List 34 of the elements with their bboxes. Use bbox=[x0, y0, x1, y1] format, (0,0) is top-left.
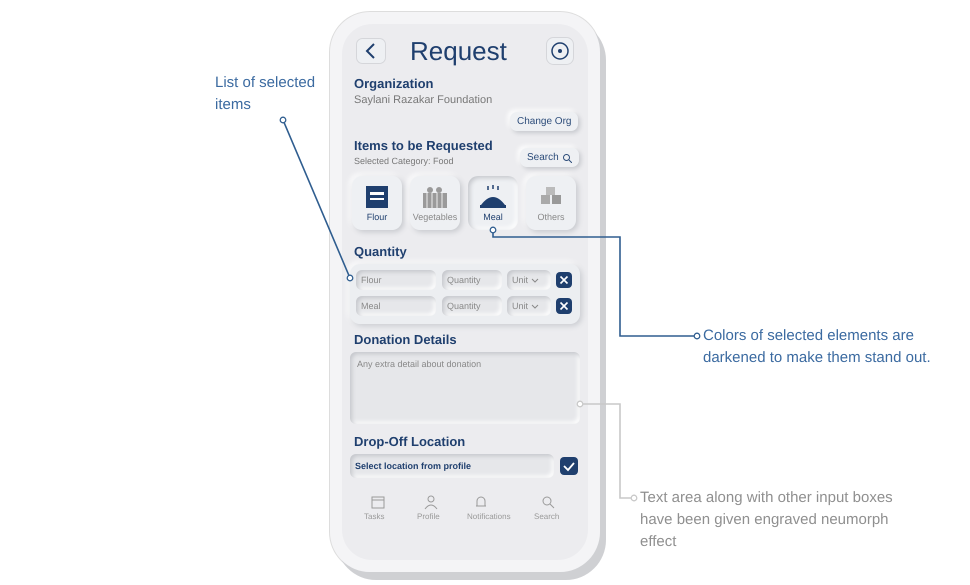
section-heading: Quantity bbox=[354, 244, 407, 259]
nav-label: Search bbox=[534, 512, 560, 521]
screen-title: Request bbox=[410, 36, 507, 67]
leader-line bbox=[280, 116, 354, 282]
input-field: Select location from profile bbox=[350, 454, 554, 478]
input-field: Unit bbox=[507, 296, 551, 316]
tile-label: Meal bbox=[483, 212, 503, 222]
callout-text: Colors of selected elements are darkened to make them stand out. bbox=[703, 325, 958, 369]
section-heading: Items to be Requested bbox=[354, 138, 493, 153]
section-heading: Organization bbox=[354, 76, 434, 91]
info-text: Saylani Razakar Foundation bbox=[354, 94, 492, 106]
nav-label: Profile bbox=[417, 512, 440, 521]
change-button: Change Org bbox=[510, 112, 578, 131]
callout-text: Text area along with other input boxes have been given engraved neumorph effect bbox=[640, 487, 925, 553]
leader-line bbox=[490, 226, 700, 340]
nav-label: Tasks bbox=[364, 512, 384, 521]
input-field: Quantity bbox=[442, 296, 502, 316]
leader-line bbox=[576, 400, 638, 502]
tile-label: Vegetables bbox=[412, 212, 458, 222]
text-area: Any extra detail about donation bbox=[350, 352, 580, 424]
callout-text: List of selected items bbox=[215, 72, 355, 116]
input-field: Unit bbox=[507, 270, 551, 290]
input-field: Flour bbox=[356, 270, 436, 290]
tile-label: Others bbox=[537, 212, 564, 222]
category-tile bbox=[468, 176, 518, 230]
selected-items-list bbox=[350, 264, 580, 324]
info-text: Selected Category: Food bbox=[354, 156, 454, 166]
input-field: Quantity bbox=[442, 270, 502, 290]
search-button: Search bbox=[520, 148, 579, 167]
section-heading: Donation Details bbox=[354, 332, 457, 347]
section-heading: Drop-Off Location bbox=[354, 434, 466, 449]
tile-label: Flour bbox=[366, 212, 388, 222]
nav-label: Notifications bbox=[467, 512, 511, 521]
input-field: Meal bbox=[356, 296, 436, 316]
